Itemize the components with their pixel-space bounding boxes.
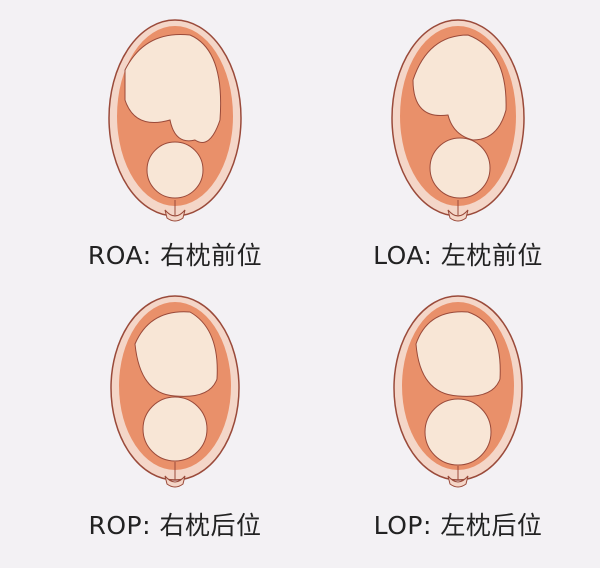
panel-loa: LOA: 左枕前位 [308,0,600,284]
position-label-lop: LOP: 左枕后位 [373,511,543,540]
uterus-illustration-lop [393,295,523,488]
uterus-illustration-rop [110,295,240,488]
uterus-illustration-loa [391,19,525,222]
position-label-rop: ROP: 右枕后位 [88,511,262,540]
position-label-roa: ROA: 右枕前位 [87,241,263,270]
panel-lop: LOP: 左枕后位 [308,284,600,568]
uterus-illustration-roa [108,19,242,222]
position-label-loa: LOA: 左枕前位 [373,241,543,270]
panel-rop: ROP: 右枕后位 [25,284,325,568]
panel-roa: ROA: 右枕前位 [25,0,325,284]
